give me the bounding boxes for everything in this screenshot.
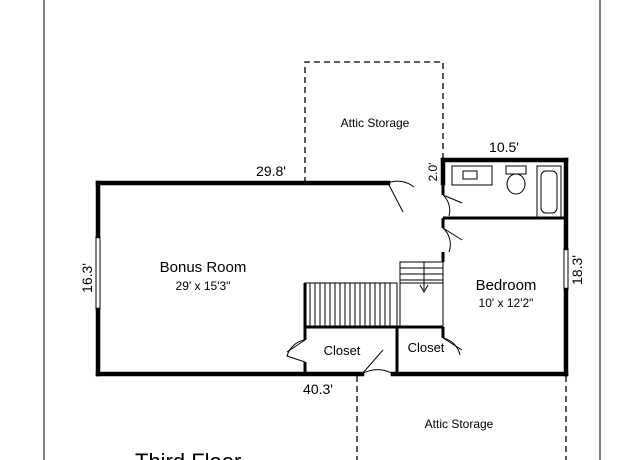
attic-storage-bottom-outline bbox=[356, 376, 567, 460]
dimension-right-height: 18.3' bbox=[569, 255, 585, 285]
bonus-room-label: Bonus Room bbox=[160, 259, 247, 276]
bathroom-vanity-sink bbox=[451, 165, 493, 186]
dimension-top-width: 29.8' bbox=[256, 163, 286, 179]
exterior-walls bbox=[95, 157, 569, 377]
bedroom-label: Bedroom bbox=[476, 277, 537, 294]
toilet-bowl bbox=[506, 173, 526, 195]
dimension-bottom-width: 40.3' bbox=[303, 381, 333, 397]
dimension-bath-gap: 2.0' bbox=[426, 163, 440, 182]
bathtub bbox=[536, 165, 562, 219]
attic-storage-top-label: Attic Storage bbox=[341, 116, 410, 130]
bonus-room-size: 29' x 15'3" bbox=[176, 279, 231, 293]
attic-storage-bottom-label: Attic Storage bbox=[425, 417, 494, 431]
closet-left-label: Closet bbox=[324, 343, 361, 358]
attic-storage-top-outline bbox=[304, 61, 444, 183]
dimension-left-height: 16.3' bbox=[79, 263, 95, 293]
floor-title: Third Floor bbox=[135, 449, 241, 460]
dimension-bath-width: 10.5' bbox=[489, 139, 519, 155]
staircase bbox=[304, 261, 444, 328]
toilet-tank bbox=[505, 165, 527, 175]
doors bbox=[286, 180, 463, 375]
bedroom-size: 10' x 12'2" bbox=[479, 296, 534, 310]
windows bbox=[95, 236, 569, 310]
closet-right-label: Closet bbox=[408, 340, 445, 355]
bathroom-fixtures bbox=[451, 165, 562, 219]
